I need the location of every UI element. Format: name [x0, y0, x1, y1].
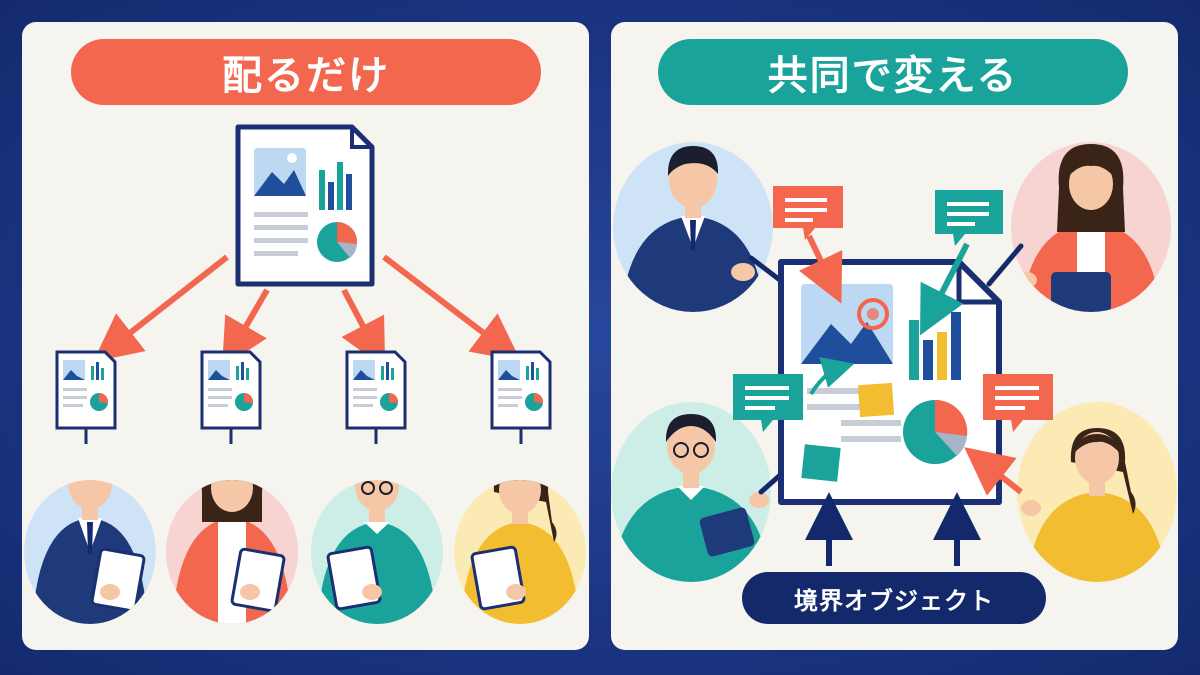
- comment-bubble-icon: [773, 186, 843, 240]
- pen-icon: [986, 243, 1024, 287]
- person-avatar: [1021, 428, 1167, 582]
- comment-bubble-icon: [733, 374, 803, 432]
- pie-chart-icon: [903, 399, 968, 464]
- distribution-arrows: [93, 254, 522, 369]
- panel-title-distribute: 配るだけ: [71, 39, 541, 105]
- panel-co-create: 共同で変える: [611, 22, 1178, 650]
- person-avatar: [611, 414, 771, 582]
- boundary-object-label: 境界オブジェクト: [742, 572, 1046, 624]
- person-avatar: [166, 480, 298, 624]
- arrow-icon: [93, 254, 229, 362]
- pie-chart-icon: [317, 221, 358, 262]
- person-avatar: [1017, 144, 1161, 312]
- comment-bubble-icon: [983, 374, 1053, 432]
- bar-chart-icon: [319, 162, 352, 210]
- arrow-icon: [382, 254, 522, 362]
- tablet-icon: [230, 547, 286, 613]
- panel-title-co-create: 共同で変える: [658, 39, 1128, 105]
- sticky-note-icon: [801, 444, 841, 482]
- tablet-icon: [1051, 272, 1111, 312]
- bar-chart-icon: [909, 312, 961, 380]
- tablet-icon: [699, 507, 755, 557]
- person-avatar: [621, 146, 765, 312]
- arrow-icon: [221, 288, 270, 368]
- boundary-document-icon: [778, 259, 1002, 505]
- panel-distribute-only: 配るだけ: [22, 22, 589, 650]
- tablet-icon: [90, 547, 146, 613]
- co-create-diagram: [611, 142, 1177, 582]
- comment-bubble-icon: [935, 190, 1003, 246]
- sticky-note-icon: [857, 382, 895, 418]
- person-avatar: [24, 480, 156, 624]
- distribute-diagram: [24, 124, 586, 624]
- person-avatar: [454, 480, 586, 624]
- main-document-icon: [235, 124, 375, 287]
- small-document-icons: [55, 350, 552, 444]
- person-avatar: [311, 480, 443, 624]
- arrow-icon: [341, 288, 386, 369]
